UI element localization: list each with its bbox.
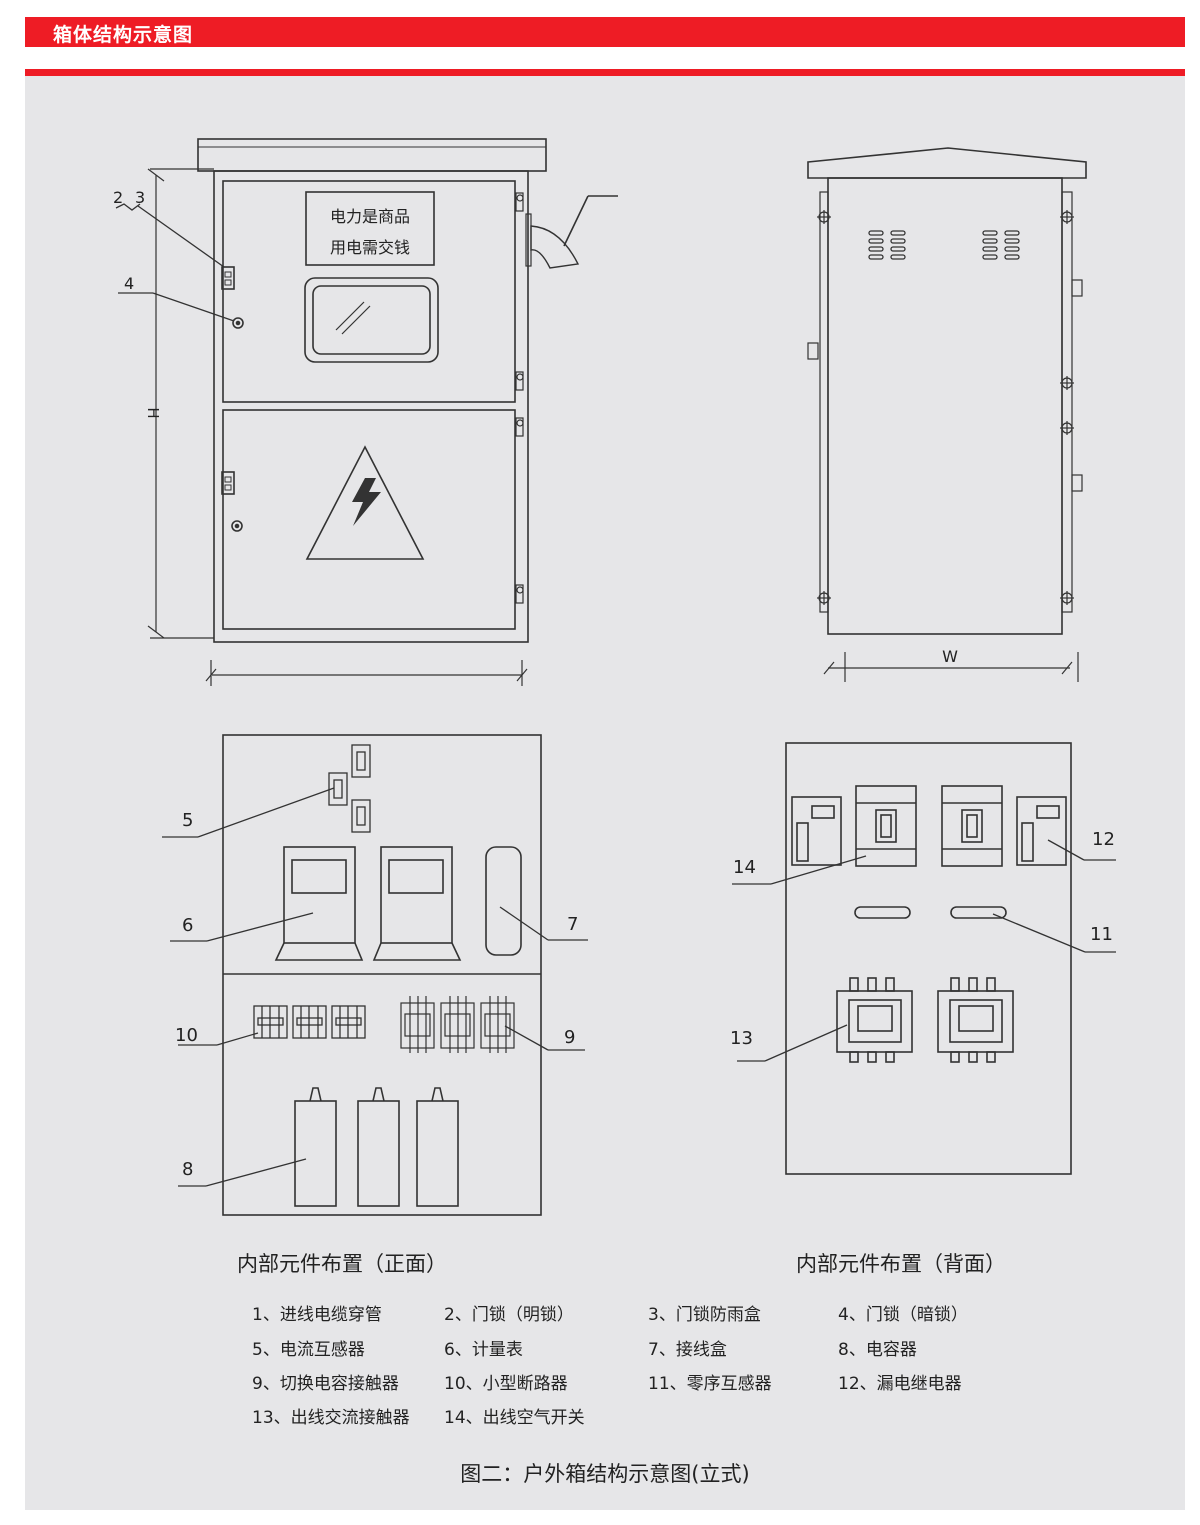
legend-item-5: 5、电流互感器 (252, 1340, 365, 1360)
label-4: 4 (124, 274, 134, 293)
figure-caption: 图二：户外箱结构示意图(立式) (0, 1458, 1200, 1488)
inner-front-leaders (162, 787, 588, 1187)
label-12: 12 (1092, 829, 1115, 850)
inner-front-view: 5 6 7 10 9 8 (162, 734, 588, 1216)
meters (274, 846, 462, 961)
front-width-dimension (205, 660, 528, 686)
warning-sign (305, 191, 435, 266)
hidden-lock-upper-icon (232, 317, 244, 329)
sign-line1: 电力是商品 (330, 207, 410, 226)
label-10: 10 (175, 1025, 198, 1046)
side-vents (868, 230, 1020, 260)
current-transformers (328, 744, 371, 833)
header-rule (25, 69, 1185, 76)
mini-breakers (253, 1005, 366, 1039)
legend-item-13: 13、出线交流接触器 (252, 1408, 410, 1428)
door-lock-lower (221, 471, 235, 495)
side-bolts (817, 210, 1074, 605)
lower-door (222, 409, 516, 630)
side-roof (807, 147, 1087, 179)
front-body (213, 170, 529, 643)
zero-seq-transformer-2 (950, 906, 1007, 919)
label-9: 9 (564, 1027, 575, 1048)
hidden-lock-lower-icon (231, 520, 243, 532)
inner-back-panel (785, 742, 1072, 1175)
door-lock-upper (221, 266, 235, 290)
side-body (827, 177, 1063, 635)
label-7: 7 (567, 914, 578, 935)
front-roof (197, 138, 547, 172)
front-leaders (115, 203, 235, 322)
inner-front-panel (222, 734, 542, 1216)
zero-seq-transformer-1 (854, 906, 911, 919)
front-hinges (515, 192, 524, 604)
cable-conduit (525, 195, 618, 269)
header-bar: 箱体结构示意图 (25, 17, 1185, 47)
figure-caption-text: 图二：户外箱结构示意图(立式) (460, 1462, 750, 1486)
meter-window-frame (304, 277, 439, 363)
sign-line2: 用电需交钱 (330, 238, 410, 257)
label-13: 13 (730, 1028, 753, 1049)
side-locks (807, 279, 1083, 492)
width-label: W (942, 647, 958, 666)
legend-item-10: 10、小型断路器 (444, 1374, 568, 1394)
height-label: H (144, 407, 162, 418)
legend-item-14: 14、出线空气开关 (444, 1408, 585, 1428)
inner-back-leaders (732, 839, 1116, 1062)
capacitors (294, 1087, 459, 1207)
legend-item-6: 6、计量表 (444, 1340, 523, 1360)
switch-contactors (400, 996, 515, 1053)
legend-item-8: 8、电容器 (838, 1340, 917, 1360)
label-14: 14 (733, 857, 756, 878)
label-11: 11 (1090, 924, 1113, 945)
label-5: 5 (182, 810, 193, 831)
label-8: 8 (182, 1159, 193, 1180)
legend-item-9: 9、切换电容接触器 (252, 1374, 399, 1394)
meter-window-glass (312, 285, 431, 355)
header-title: 箱体结构示意图 (53, 24, 194, 46)
label-2: 2 (113, 188, 123, 207)
legend-item-11: 11、零序互感器 (648, 1374, 772, 1394)
legend-item-4: 4、门锁（暗锁） (838, 1305, 968, 1325)
label-3: 3 (135, 188, 145, 207)
legend-item-2: 2、门锁（明锁） (444, 1305, 574, 1325)
legend-item-12: 12、漏电继电器 (838, 1374, 962, 1394)
legend-item-3: 3、门锁防雨盒 (648, 1305, 761, 1325)
legend-item-1: 1、进线电缆穿管 (252, 1305, 382, 1325)
label-6: 6 (182, 915, 193, 936)
junction-box (485, 846, 522, 956)
high-voltage-triangle-icon (305, 445, 425, 560)
leakage-relays (791, 796, 1067, 866)
lightning-bolt-icon (352, 478, 381, 526)
upper-door (222, 180, 516, 403)
side-width-dimension (823, 652, 1079, 682)
side-view: W (807, 147, 1087, 682)
inner-back-view: 14 12 11 13 (730, 742, 1116, 1175)
legend-item-7: 7、接线盒 (648, 1340, 727, 1360)
inner-front-title: 内部元件布置（正面） (237, 1252, 447, 1276)
ac-contactors (836, 977, 1014, 1063)
inner-back-title: 内部元件布置（背面） (796, 1252, 1006, 1276)
height-dimension (147, 168, 214, 639)
air-switches (855, 785, 1003, 867)
front-view: 电力是商品 用电需交钱 (113, 138, 618, 686)
